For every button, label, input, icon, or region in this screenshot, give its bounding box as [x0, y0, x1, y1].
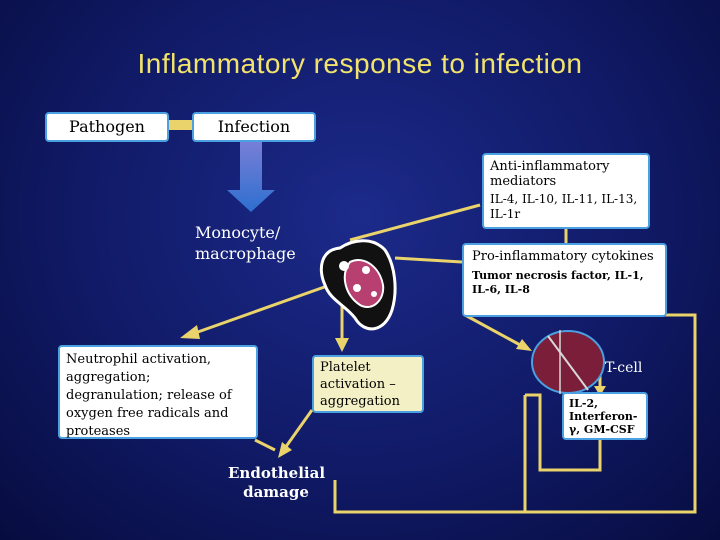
pro-inflammatory-box: Pro-inflammatory cytokines Tumor necrosi… — [462, 243, 667, 317]
anti-inflammatory-box: Anti-inflammatory mediators IL-4, IL-10,… — [482, 153, 650, 229]
feedback-loop — [333, 313, 697, 514]
monocyte-pro-line — [394, 256, 463, 264]
anti-inflammatory-list: IL-4, IL-10, IL-11, IL-13, IL-1r — [490, 192, 638, 221]
macrophage-icon — [319, 239, 397, 331]
tcell-feedback — [525, 393, 602, 472]
pro-inflammatory-title: Pro-inflammatory cytokines — [472, 249, 654, 264]
pro-inflammatory-list: Tumor necrosis factor, IL-1, IL-6, IL-8 — [472, 269, 644, 296]
endothelial-label: Endothelial damage — [228, 464, 326, 501]
neutrophil-box: Neutrophil activation, aggregation; degr… — [58, 345, 258, 439]
pathogen-label: Pathogen — [69, 117, 145, 136]
pro-tcell-arrow — [464, 313, 523, 348]
tcell-cytokines-text: IL-2, Interferon-γ, GM-CSF — [569, 397, 638, 436]
platelet-text: Platelet activation – aggregation — [320, 360, 400, 409]
infection-box: Infection — [192, 112, 316, 142]
infection-down-arrow — [227, 140, 275, 212]
tcell-cytokines-box: IL-2, Interferon-γ, GM-CSF — [562, 392, 648, 440]
tcell-icon — [531, 330, 605, 394]
anti-inflammatory-title: Anti-inflammatory mediators — [490, 159, 610, 189]
monocyte-label: Monocyte/ macrophage — [195, 223, 296, 263]
tcell-label: T-cell — [605, 360, 643, 376]
monocyte-anti-line — [349, 203, 481, 242]
platelet-endothelial-arrow — [283, 409, 314, 449]
pathogen-box: Pathogen — [45, 112, 169, 142]
to-neutrophil-arrow — [194, 283, 331, 335]
infection-label: Infection — [217, 117, 291, 136]
neutrophil-text: Neutrophil activation, aggregation; degr… — [66, 352, 232, 439]
pathogen-infection-connector — [165, 120, 195, 130]
platelet-box: Platelet activation – aggregation — [312, 355, 424, 413]
slide-title: Inflammatory response to infection — [137, 48, 583, 79]
